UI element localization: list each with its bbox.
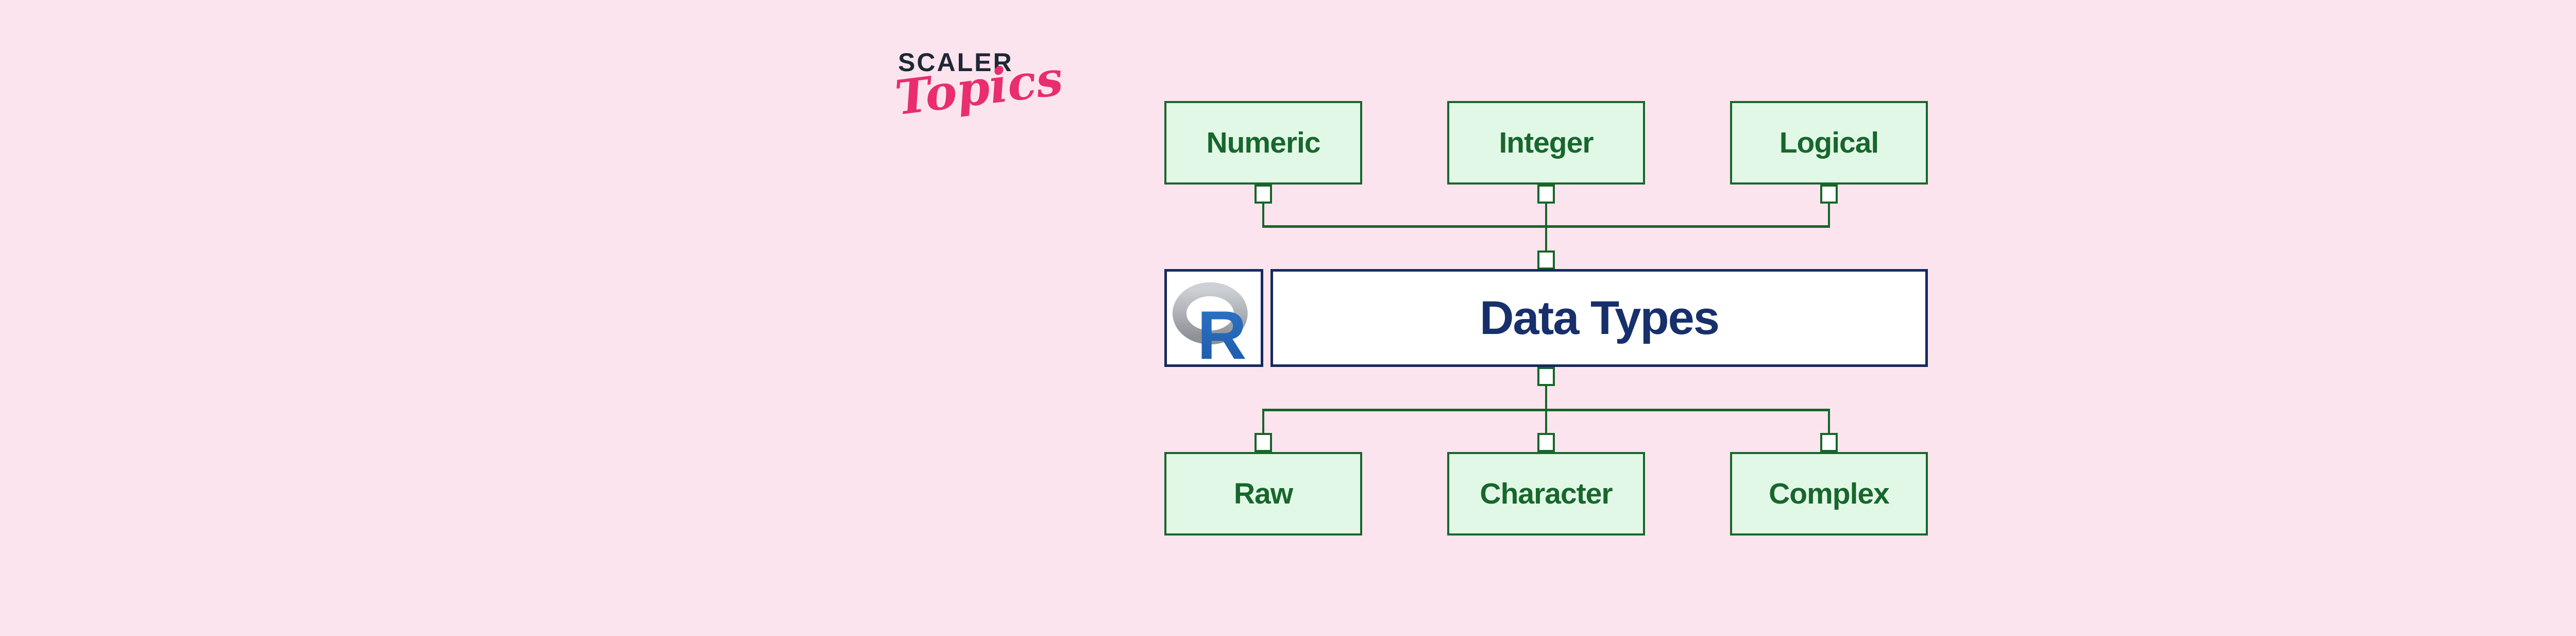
connector-bottom-center-drop — [1545, 385, 1547, 433]
r-logo-box: R — [1164, 269, 1263, 367]
node-raw-label: Raw — [1233, 477, 1293, 510]
connector-stub-logical — [1820, 185, 1838, 204]
scaler-wordmark: SCALER — [898, 48, 1013, 77]
node-character-label: Character — [1480, 477, 1613, 510]
connector-stub-integer — [1537, 185, 1555, 204]
node-logical-label: Logical — [1779, 126, 1879, 159]
node-integer: Integer — [1447, 101, 1645, 185]
connector-stub-character — [1537, 433, 1555, 452]
connector-stub-root-top — [1537, 250, 1555, 270]
connector-stub-raw — [1255, 433, 1272, 452]
connector-stub-root-bottom — [1537, 367, 1555, 386]
node-data-types-label: Data Types — [1479, 291, 1720, 344]
node-integer-label: Integer — [1499, 126, 1594, 159]
connector-bottom-right-drop — [1828, 411, 1830, 433]
connector-top-left-drop — [1262, 204, 1264, 228]
node-numeric-label: Numeric — [1206, 126, 1320, 159]
r-logo-icon: R — [1172, 282, 1248, 364]
connector-top-center-drop — [1545, 204, 1547, 250]
node-raw: Raw — [1164, 452, 1362, 535]
connector-stub-numeric — [1255, 185, 1272, 204]
node-complex-label: Complex — [1769, 477, 1890, 510]
node-complex: Complex — [1730, 452, 1928, 535]
node-data-types: Data Types — [1270, 269, 1928, 367]
connector-stub-complex — [1820, 433, 1838, 452]
node-numeric: Numeric — [1164, 101, 1362, 185]
r-logo-letter: R — [1197, 297, 1247, 364]
node-character: Character — [1447, 452, 1645, 535]
connector-top-right-drop — [1828, 204, 1830, 228]
scaler-logo: SCALER Topics — [892, 48, 1066, 126]
connector-bottom-left-drop — [1262, 411, 1264, 433]
r-logo-ring — [1172, 282, 1248, 345]
node-logical: Logical — [1730, 101, 1928, 185]
